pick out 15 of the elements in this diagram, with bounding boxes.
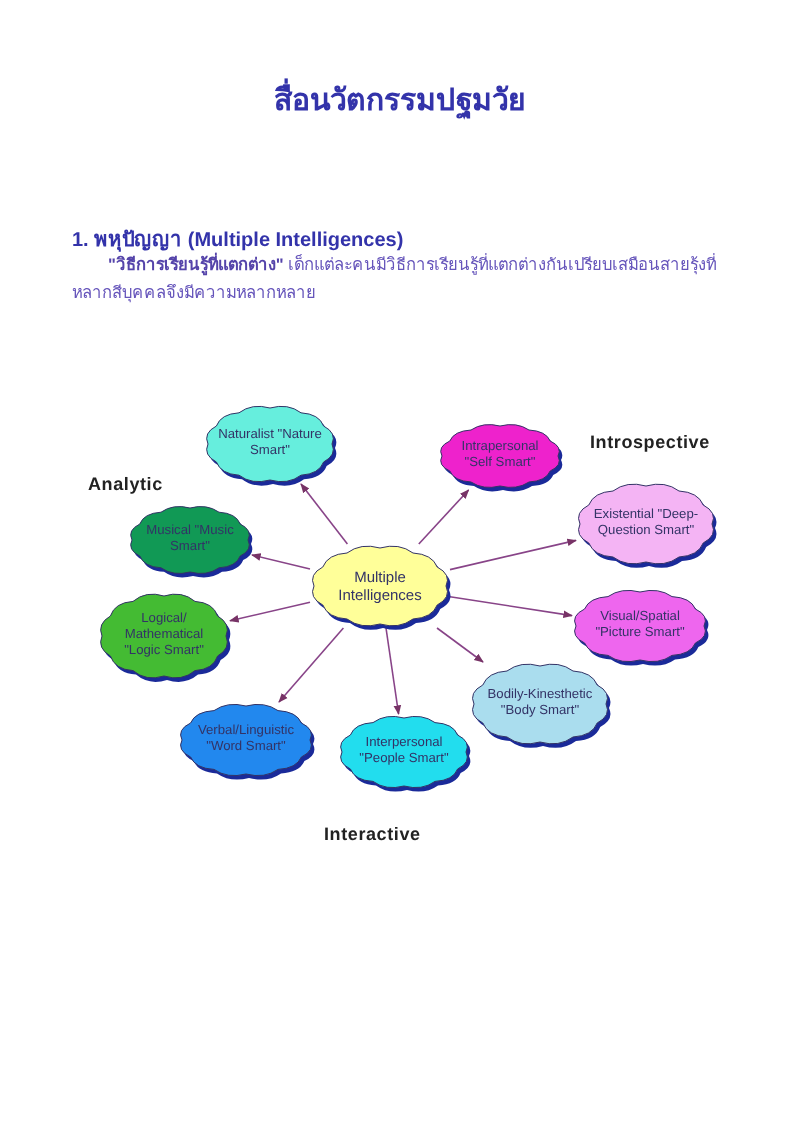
arrow — [436, 627, 484, 663]
group-label: Introspective — [590, 432, 710, 452]
arrow — [278, 627, 345, 703]
arrow — [251, 553, 311, 570]
arrow — [449, 538, 577, 571]
arrow — [418, 489, 470, 545]
arrow — [385, 627, 402, 715]
group-label: Analytic — [88, 474, 163, 494]
arrow — [449, 596, 573, 619]
group-label: Interactive — [324, 824, 421, 844]
page-title: สื่อนวัตกรรมปฐมวัย — [0, 76, 800, 124]
paragraph: "วิธีการเรียนรู้ที่แตกต่าง" เด็กแต่ละคนมีวิธีการเรียนรู้ที่แตกต่างกันเปรียบเสมือนสายรุ้งที่หลากสีบุคคลจึงมีความหลากหลาย — [72, 250, 719, 306]
arrow — [300, 483, 349, 545]
section-heading: 1. พหุปัญญา (Multiple Intelligences) — [72, 227, 404, 252]
arrow — [229, 601, 311, 623]
